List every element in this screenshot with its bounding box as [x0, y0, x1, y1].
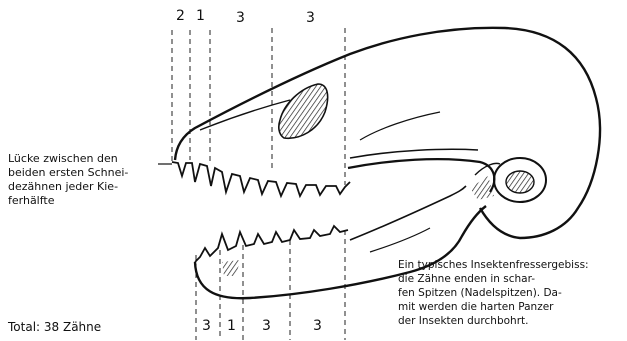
top-count-3: 3 — [236, 10, 245, 26]
gap-note-line: Lücke zwischen den — [8, 152, 128, 166]
upper-tooth-row — [172, 162, 350, 196]
gap-note-line: dezähnen jeder Kie- — [8, 180, 128, 194]
top-count-2: 1 — [196, 8, 205, 24]
gap-note-line: beiden ersten Schnei- — [8, 166, 128, 180]
insect-note-line: die Zähne enden in schar- — [398, 272, 589, 286]
bottom-count-1: 3 — [202, 318, 211, 334]
bottom-count-2: 1 — [227, 318, 236, 334]
bottom-count-3: 3 — [262, 318, 271, 334]
bottom-count-4: 3 — [313, 318, 322, 334]
gap-note: Lücke zwischen den beiden ersten Schnei-… — [8, 152, 128, 208]
total-teeth-label: Total: 38 Zähne — [8, 320, 101, 334]
cranium-outline — [175, 28, 600, 238]
gap-note-line: ferhälfte — [8, 194, 128, 208]
top-count-1: 2 — [176, 8, 185, 24]
insect-note-line: der Insekten durchbohrt. — [398, 314, 589, 328]
orbit — [279, 84, 328, 138]
lower-tooth-row — [195, 226, 348, 262]
insect-note-line: Ein typisches Insektenfressergebiss: — [398, 258, 589, 272]
insectivore-note: Ein typisches Insektenfressergebiss: die… — [398, 258, 589, 328]
top-count-4: 3 — [306, 10, 315, 26]
insect-note-line: fen Spitzen (Nadelspitzen). Da- — [398, 286, 589, 300]
insect-note-line: mit werden die harten Panzer — [398, 300, 589, 314]
ear-bulla-inner — [506, 171, 534, 193]
